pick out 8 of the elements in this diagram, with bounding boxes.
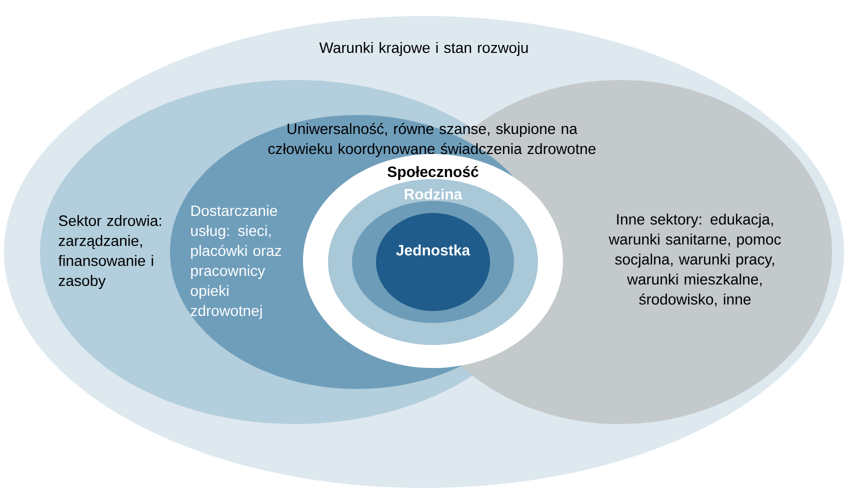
label: Sektor zdrowia: zarządzanie, finansowanie i zasoby <box>58 215 162 289</box>
label: Dostarczanie usług: sieci, placówki oraz pracownicy opieki zdrowotnej <box>190 205 282 319</box>
label: Rodzina <box>404 188 462 200</box>
label: Uniwersalność, równe szanse, skupione na człowieku koordynowane świadczenia zdrowotne <box>268 122 596 158</box>
label: Warunki krajowe i stan rozwoju <box>319 42 528 56</box>
label: Społeczność <box>388 166 478 180</box>
label: Jednostka <box>396 244 470 256</box>
label: Inne sektory: edukacja, warunki sanitarne, pomoc socjalna, warunki pracy, warunki mieszkalne, środowisko, inne <box>608 214 781 306</box>
